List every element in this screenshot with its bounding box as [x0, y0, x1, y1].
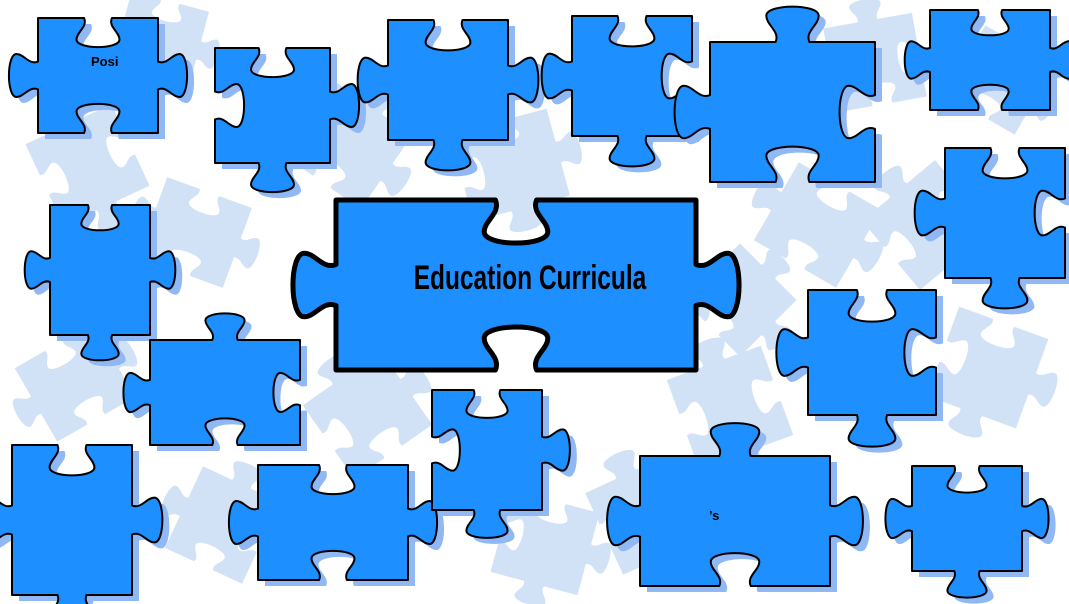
- puzzle-piece-icon-shape: [214, 47, 361, 194]
- center-puzzle-piece-icon: [290, 197, 742, 373]
- faded-puzzle-piece-icon-shape: [282, 80, 413, 210]
- faded-puzzle-piece-icon-shape: [161, 461, 281, 584]
- faded-puzzle-piece-icon-shape: [302, 350, 433, 480]
- faded-puzzle-piece-icon: [751, 162, 884, 288]
- faded-puzzle-piece-icon-shape: [490, 489, 611, 604]
- puzzle-piece-icon: [884, 465, 1056, 604]
- piece-label-bottom-center: ’s: [709, 508, 720, 523]
- piece-label-top-left: Posi: [91, 54, 119, 69]
- puzzle-piece-icon: [214, 47, 367, 199]
- puzzle-piece-icon-shape: [227, 464, 439, 581]
- puzzle-piece-icon-shape: [903, 9, 1069, 111]
- faded-puzzle-piece-icon: [161, 461, 281, 584]
- puzzle-piece-icon: [775, 289, 943, 453]
- faded-puzzle-piece-icon-shape: [751, 162, 884, 288]
- puzzle-piece-icon-shape: [7, 17, 189, 134]
- page-title: Education Curricula: [413, 259, 647, 297]
- faded-puzzle-piece-icon: [282, 80, 413, 210]
- puzzle-piece-icon: [903, 9, 1069, 116]
- puzzle-piece-icon-shape: [23, 204, 177, 362]
- puzzle-piece-icon-shape: [884, 465, 1050, 599]
- puzzle-piece-icon: [540, 15, 699, 173]
- puzzle-piece-icon: [0, 444, 170, 604]
- puzzle-piece-icon: [7, 17, 195, 139]
- puzzle-piece-icon-shape: [913, 147, 1066, 310]
- puzzle-piece-icon-shape: [775, 289, 937, 448]
- faded-puzzle-piece-icon-shape: [926, 306, 1058, 438]
- faded-puzzle-piece-icon: [490, 489, 611, 604]
- puzzle-piece-icon-shape: [673, 5, 876, 183]
- puzzle-piece-icon: [913, 147, 1069, 315]
- puzzle-piece-icon: [23, 204, 183, 367]
- puzzle-piece-icon: [673, 5, 882, 189]
- puzzle-piece-icon: [227, 464, 445, 586]
- faded-puzzle-piece-icon: [926, 306, 1058, 438]
- puzzle-piece-icon: [606, 422, 870, 592]
- puzzle-piece-icon: [122, 312, 307, 451]
- faded-puzzle-piece-icon: [302, 350, 433, 480]
- puzzle-piece-icon-shape: [431, 389, 571, 539]
- puzzle-piece-icon: [431, 389, 577, 544]
- puzzle-piece-icon-shape: [356, 19, 540, 172]
- puzzle-piece-icon-shape: [606, 422, 864, 587]
- puzzle-piece-icon: [356, 19, 546, 177]
- center-puzzle-piece-icon-shape: [290, 197, 742, 373]
- puzzle-piece-icon-shape: [122, 312, 301, 446]
- puzzle-piece-icon-shape: [0, 444, 164, 604]
